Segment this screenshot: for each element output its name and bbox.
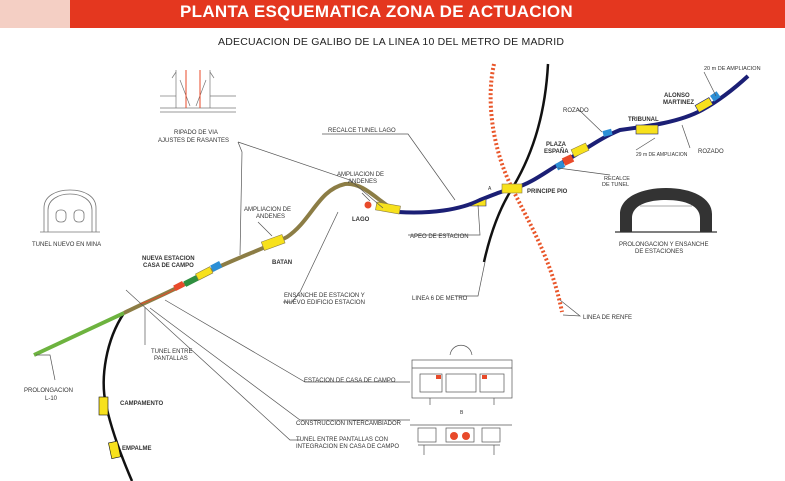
label-nueva-estacion-2: CASA DE CAMPO — [143, 263, 194, 269]
banner-accent — [0, 0, 70, 28]
existing-track-west — [397, 158, 568, 215]
label-linea6: LINEA 6 DE METRO — [412, 296, 468, 302]
label-lago: LAGO — [352, 217, 370, 223]
casa-campo-red-block-left — [436, 375, 441, 379]
page-subtitle: ADECUACION DE GALIBO DE LA LINEA 10 DEL … — [218, 36, 565, 48]
label-ampliacion-lower: 29 m DE AMPLIACION — [636, 152, 688, 158]
station-tribunal — [635, 124, 659, 135]
prolongacion-track — [33, 311, 125, 357]
marker-b: B — [460, 410, 464, 416]
label-tunel-integracion-2: INTEGRACION EN CASA DE CAMPO — [296, 444, 399, 450]
label-ampliacion-right: 20 m DE AMPLIACION — [704, 66, 761, 72]
ripado-sketch — [160, 70, 236, 113]
label-ampliacion-lago-2: ANDENES — [348, 179, 377, 185]
label-principe-pio: PRINCIPE PIO — [527, 189, 568, 195]
station-batan — [260, 234, 286, 251]
label-tunel-entre-2: PANTALLAS — [154, 356, 188, 362]
station-lago-red — [364, 201, 372, 209]
title-banner: PLANTA ESQUEMATICA ZONA DE ACTUACION — [0, 0, 785, 28]
label-prolongacion-l10-2: L-10 — [45, 396, 58, 402]
intercambiador-sketch — [410, 424, 512, 455]
station-casa-campo-yellow — [195, 266, 214, 281]
label-construccion-intercambiador: CONSTRUCCION INTERCAMBIADOR — [296, 421, 402, 427]
label-prolongacion-l10-1: PROLONGACION — [24, 388, 73, 394]
casa-campo-section-sketch — [411, 344, 513, 405]
label-tribunal: TRIBUNAL — [628, 117, 659, 123]
label-ensanche-2: NUEVO EDIFICIO ESTACION — [284, 300, 365, 306]
station-empalme — [108, 440, 121, 460]
station-lago-yellow — [375, 201, 401, 215]
page-title: PLANTA ESQUEMATICA ZONA DE ACTUACION — [180, 2, 573, 21]
label-estacion-casa-campo: ESTACION DE CASA DE CAMPO — [304, 378, 396, 384]
label-recalce-tunel-2: DE TUNEL — [602, 182, 629, 188]
label-ripado-1: RIPADO DE VIA — [174, 130, 218, 136]
tunnel-mina-icon — [40, 189, 100, 233]
label-rozado-top: ROZADO — [563, 108, 589, 114]
existing-track-east — [566, 74, 750, 162]
label-ampliacion-batan-1: AMPLIACION DE — [244, 207, 291, 213]
intercambiador-red-left — [450, 432, 458, 440]
label-ampliacion-batan-2: ANDENES — [256, 214, 285, 220]
station-rozado-blue — [602, 128, 613, 137]
label-empalme: EMPALME — [122, 446, 152, 452]
casa-campo-red-block-right — [482, 375, 487, 379]
station-plaza-espana-blue — [555, 160, 566, 171]
label-ripado-2: AJUSTES DE RASANTES — [158, 138, 229, 144]
station-casa-campo-blue — [210, 261, 223, 272]
station-casa-campo-green — [183, 275, 199, 287]
label-linea-renfe: LINEA DE RENFE — [583, 315, 632, 321]
banner-bar — [70, 0, 785, 28]
label-prolongacion-ensanche-2: DE ESTACIONES — [635, 249, 683, 255]
station-principe-pio — [501, 183, 523, 194]
linea-6-track — [482, 63, 550, 263]
station-campamento — [98, 396, 109, 416]
station-plaza-espana-red — [561, 154, 575, 166]
station-section-icon — [615, 188, 717, 233]
label-apeo-estacion: APEO DE ESTACION — [410, 234, 469, 240]
label-ampliacion-lago-1: AMPLIACION DE — [337, 172, 384, 178]
label-recalce-tunel-1: RECALCE — [604, 176, 630, 182]
label-batan: BATAN — [272, 260, 292, 266]
label-plaza-espana-1: PLAZA — [546, 142, 567, 148]
intercambiador-red-right — [462, 432, 470, 440]
renfe-track — [488, 63, 564, 313]
label-ensanche-1: ENSANCHE DE ESTACION Y — [284, 293, 365, 299]
marker-a: A — [488, 186, 492, 192]
label-plaza-espana-2: ESPAÑA — [544, 148, 569, 155]
label-prolongacion-ensanche-1: PROLONGACION Y ENSANCHE — [619, 242, 708, 248]
label-alonso-martinez-2: MARTINEZ — [663, 100, 694, 106]
leader-lines — [36, 71, 717, 441]
label-tunel-nuevo-mina: TUNEL NUEVO EN MINA — [32, 242, 101, 248]
label-tunel-integracion-1: TUNEL ENTRE PANTALLAS CON — [296, 437, 388, 443]
label-recalce-tunel-lago: RECALCE TUNEL LAGO — [328, 128, 396, 134]
station-plaza-espana-yellow — [570, 142, 590, 158]
label-campamento: CAMPAMENTO — [120, 401, 163, 407]
label-nueva-estacion-1: NUEVA ESTACION — [142, 256, 195, 262]
station-alonso-martinez-blue — [710, 91, 721, 102]
label-alonso-martinez-1: ALONSO — [664, 93, 690, 99]
station-casa-campo-red — [173, 281, 185, 291]
station-alonso-martinez-yellow — [694, 97, 714, 113]
label-tunel-entre-1: TUNEL ENTRE — [151, 349, 192, 355]
label-rozado-right: ROZADO — [698, 149, 724, 155]
